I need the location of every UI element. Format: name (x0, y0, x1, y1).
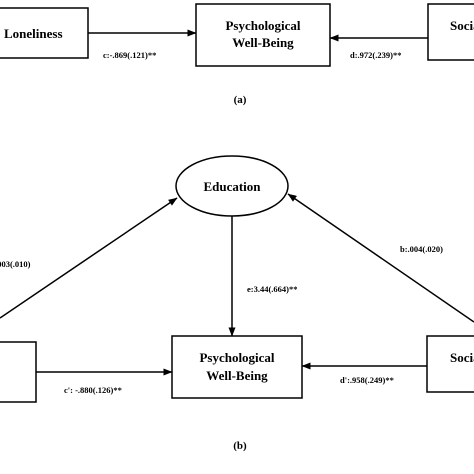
wellbeing-label-b-line1: Psychological (199, 350, 274, 365)
path-e-label: e:3.44(.664)** (247, 284, 298, 294)
wellbeing-label-a-line1: Psychological (225, 18, 300, 33)
panel-a: Loneliness Psychological Well-Being Soci… (0, 3, 474, 106)
loneliness-label: Loneliness (4, 26, 63, 41)
social-box-b (426, 335, 474, 393)
wellbeing-box-b (171, 335, 303, 399)
panel-b: Education Psychological Well-Being Socia… (0, 155, 474, 452)
path-d-label: d:.972(.239)** (350, 50, 401, 60)
path-c-prime-label: c': -.880(.126)** (64, 385, 122, 395)
social-label-b: Social (450, 350, 474, 365)
wellbeing-label-b-line2: Well-Being (206, 368, 268, 383)
path-d-prime-label: d':.958(.249)** (340, 375, 394, 385)
arrow-b (287, 193, 474, 323)
path-c-label: c:-.869(.121)** (103, 50, 156, 60)
social-box-a (427, 3, 474, 61)
panel-b-label: (b) (233, 440, 247, 452)
path-b-label: b:.004(.020) (400, 244, 443, 254)
loneliness-box-b (0, 341, 37, 403)
wellbeing-label-a-line2: Well-Being (232, 35, 294, 50)
path-a-label: a:.003(.010) (0, 259, 31, 269)
education-label: Education (203, 179, 261, 194)
arrow-a (0, 197, 178, 319)
wellbeing-box-a (195, 3, 331, 67)
panel-a-label: (a) (234, 94, 247, 106)
social-label-a: Social (450, 18, 474, 33)
